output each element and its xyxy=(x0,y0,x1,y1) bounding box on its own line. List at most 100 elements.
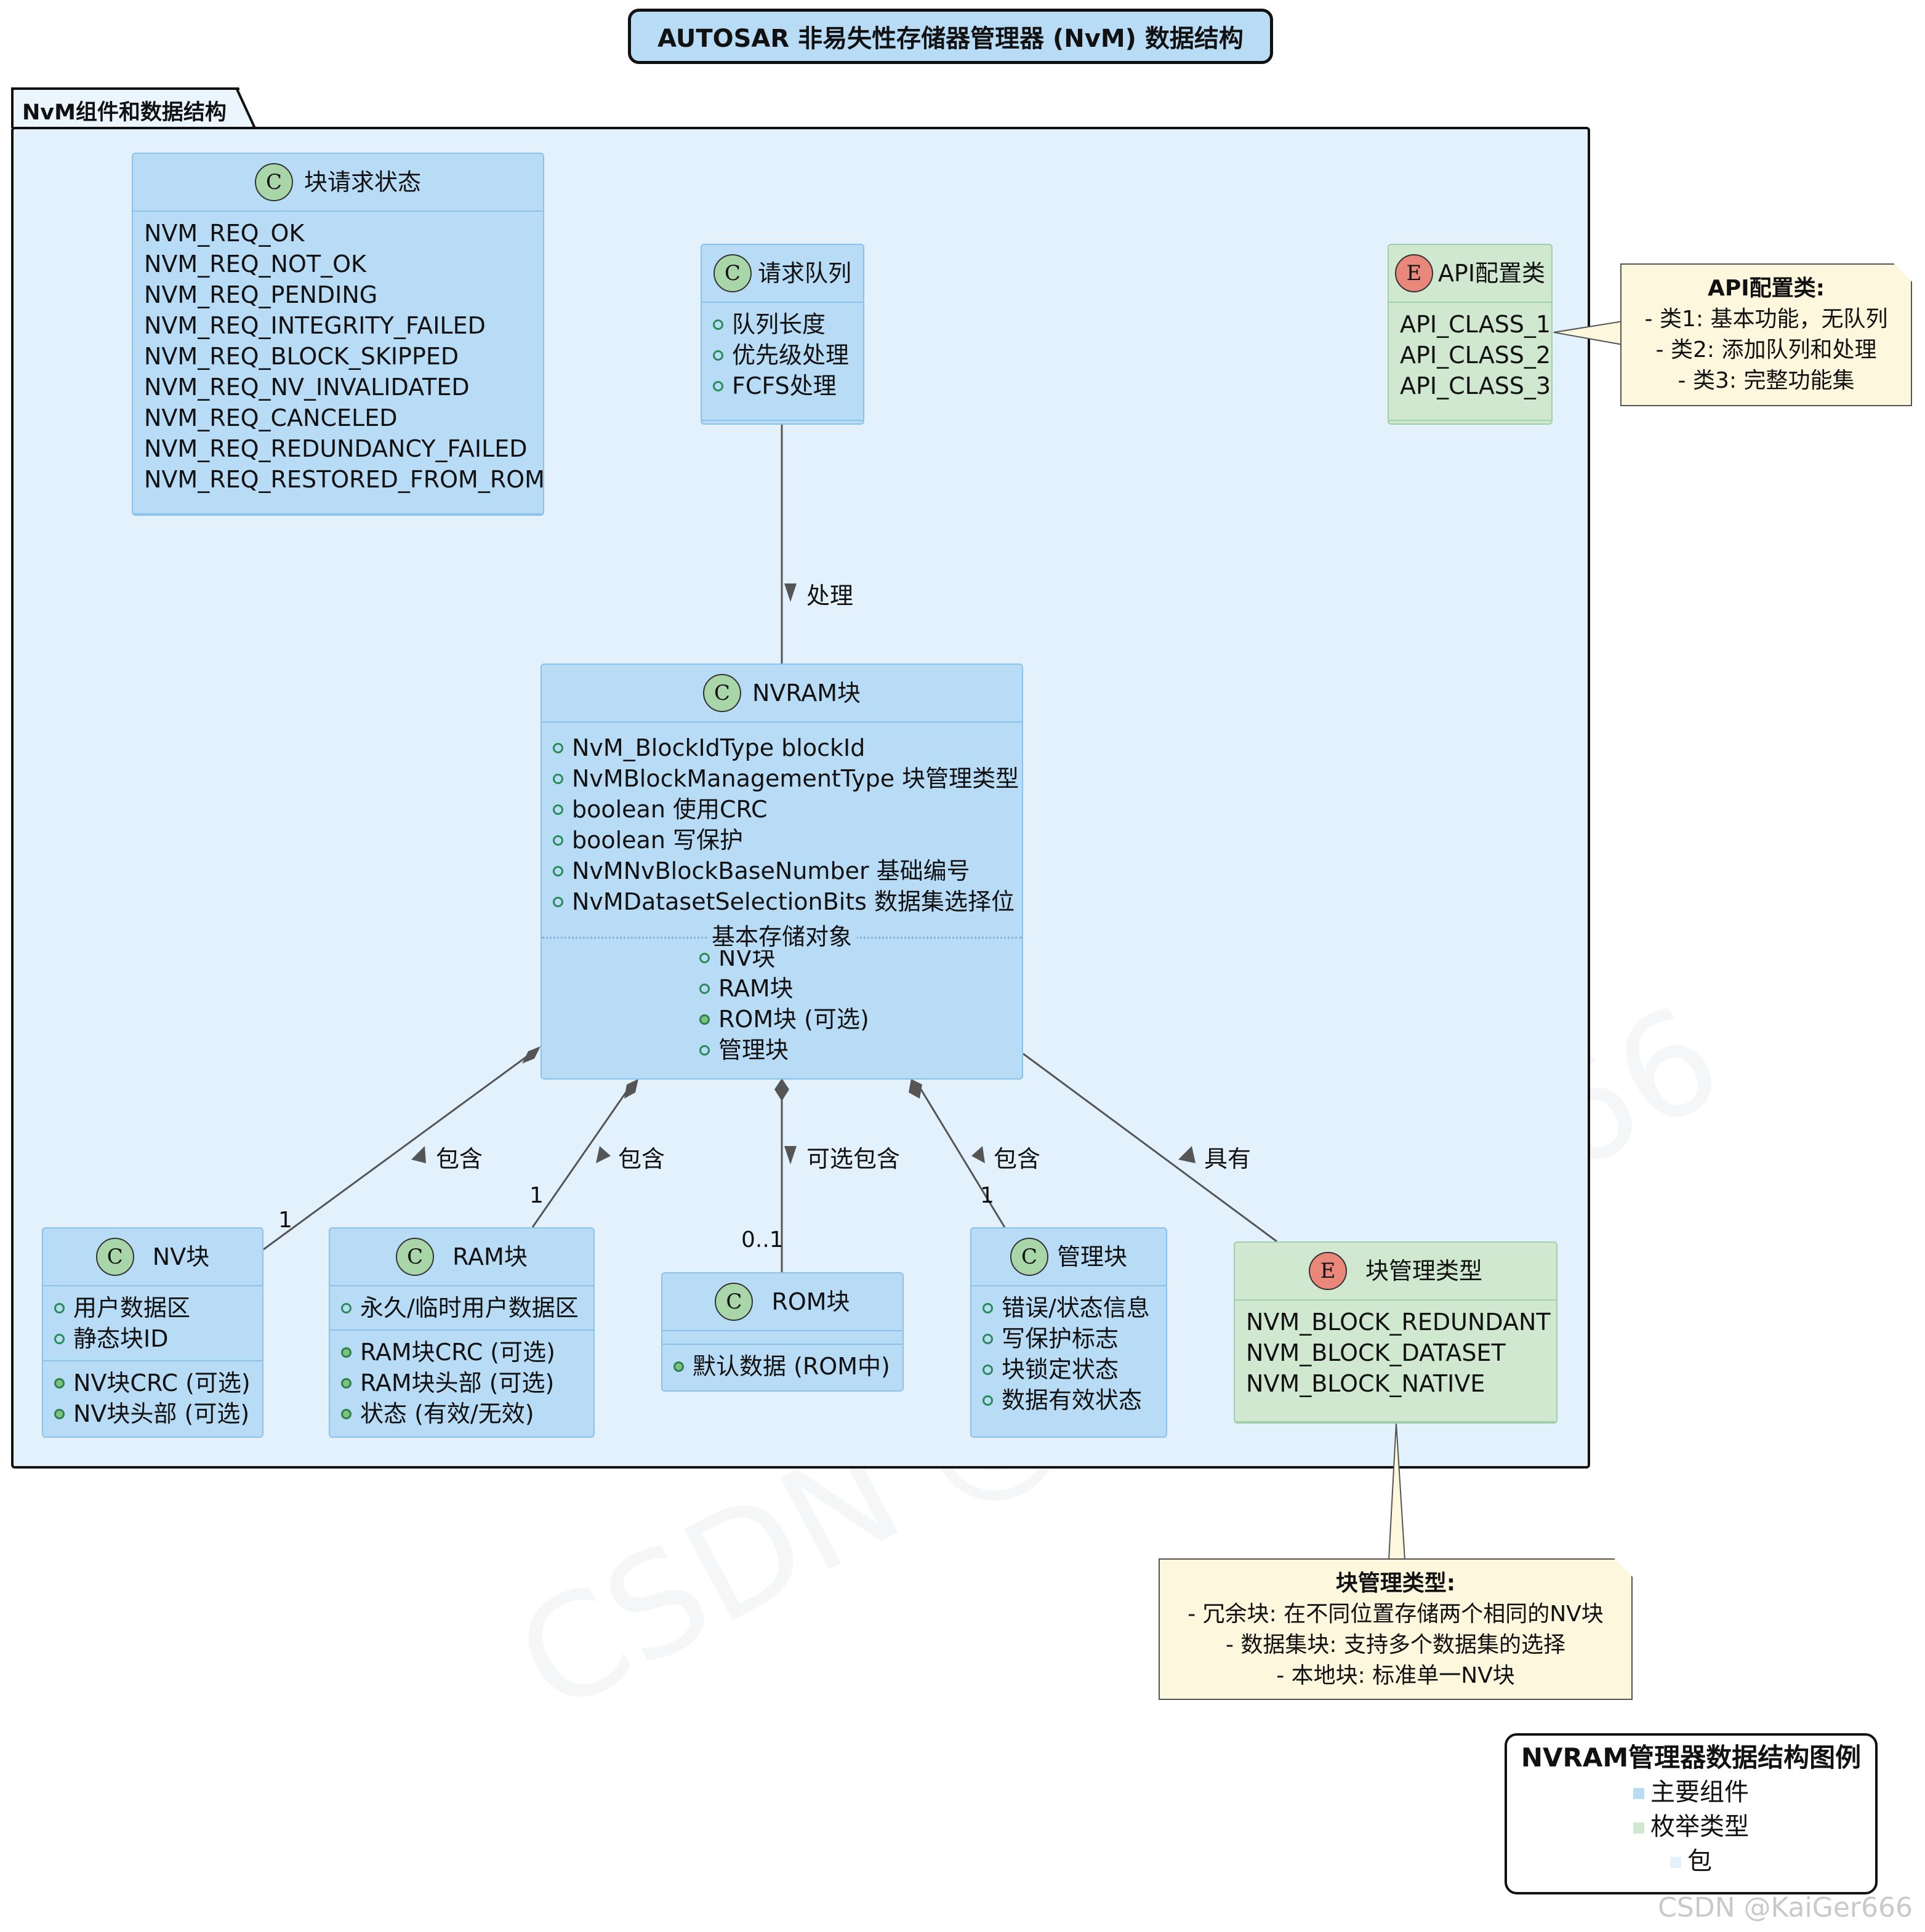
direction-arrow xyxy=(596,1146,611,1163)
field-row: RAM块 xyxy=(699,973,1022,1004)
composition-diamond xyxy=(774,1078,789,1101)
note-line: - 类3: 完整功能集 xyxy=(1678,368,1855,393)
public-field-icon xyxy=(553,804,563,815)
diagram-title: AUTOSAR 非易失性存储器管理器 (NvM) 数据结构 xyxy=(628,9,1273,64)
direction-arrow xyxy=(971,1146,985,1163)
public-field-icon xyxy=(983,1302,993,1313)
class-request-status[interactable]: C 块请求状态 NVM_REQ_OK NVM_REQ_NOT_OK NVM_RE… xyxy=(132,153,545,516)
field-row: 写保护标志 xyxy=(983,1323,1155,1354)
public-method-icon xyxy=(699,1014,710,1025)
public-field-icon xyxy=(699,1044,710,1056)
class-fields: 队列长度 优先级处理 FCFS处理 xyxy=(702,303,863,421)
enum-values: NVM_BLOCK_REDUNDANT NVM_BLOCK_DATASET NV… xyxy=(1235,1301,1556,1422)
enum-value: NVM_BLOCK_REDUNDANT xyxy=(1246,1309,1551,1336)
legend: NVRAM管理器数据结构图例 主要组件 枚举类型 包 xyxy=(1505,1733,1878,1894)
enum-value: NVM_REQ_RESTORED_FROM_ROM xyxy=(144,466,545,493)
class-header: C ROM块 xyxy=(662,1273,902,1331)
class-name: NVRAM块 xyxy=(752,679,861,707)
public-method-icon xyxy=(54,1377,65,1389)
relation-label-contains-ram: 包含 xyxy=(618,1145,665,1172)
class-header: E API配置类 xyxy=(1389,245,1551,303)
legend-title: NVRAM管理器数据结构图例 xyxy=(1521,1742,1862,1773)
class-ram-block[interactable]: C RAM块 永久/临时用户数据区 RAM块CRC (可选) RAM块头部 (可… xyxy=(329,1227,595,1438)
method-row: NV块CRC (可选) xyxy=(54,1368,251,1398)
class-admin-block[interactable]: C 管理块 错误/状态信息 写保护标志 块锁定状态 数据有效状态 xyxy=(970,1227,1167,1438)
class-name: 请求队列 xyxy=(757,260,851,287)
class-header: E 块管理类型 xyxy=(1235,1243,1556,1301)
field-row: NvMBlockManagementType 块管理类型 xyxy=(553,763,1019,794)
public-field-icon xyxy=(983,1395,993,1406)
enum-value: NVM_REQ_PENDING xyxy=(144,281,378,308)
enum-value: NVM_REQ_REDUNDANCY_FAILED xyxy=(144,435,528,462)
composition-diamond xyxy=(522,1046,541,1064)
enum-value: NVM_REQ_OK xyxy=(144,220,305,247)
class-name: ROM块 xyxy=(771,1288,850,1315)
public-method-icon xyxy=(673,1361,684,1372)
class-methods: RAM块CRC (可选) RAM块头部 (可选) 状态 (有效/无效) xyxy=(330,1331,593,1435)
class-name: RAM块 xyxy=(452,1243,528,1270)
relation-nvram-nv xyxy=(263,1052,531,1251)
class-fields: 永久/临时用户数据区 xyxy=(330,1286,593,1331)
relation-label-contains-rom: 可选包含 xyxy=(806,1145,901,1172)
legend-item: 包 xyxy=(1507,1844,1875,1878)
class-nvram-block[interactable]: C NVRAM块 NvM_BlockIdType blockId NvMBloc… xyxy=(541,663,1023,1080)
class-nv-block[interactable]: C NV块 用户数据区 静态块ID NV块CRC (可选) NV块头部 (可选) xyxy=(42,1227,263,1438)
note-title: API配置类: xyxy=(1707,276,1825,301)
enum-value: NVM_REQ_NOT_OK xyxy=(144,251,366,278)
method-row: 状态 (有效/无效) xyxy=(341,1398,582,1429)
class-fields: NvM_BlockIdType blockId NvMBlockManageme… xyxy=(542,723,1022,923)
field-row: FCFS处理 xyxy=(713,371,852,401)
public-field-icon xyxy=(553,742,563,753)
enum-value: API_CLASS_1 xyxy=(1400,311,1551,338)
composition-diamond xyxy=(909,1079,922,1099)
enum-value: NVM_REQ_BLOCK_SKIPPED xyxy=(144,343,459,370)
note-line: - 类1: 基本功能，无队列 xyxy=(1644,307,1888,332)
class-name: API配置类 xyxy=(1437,260,1546,287)
field-row: NvMNvBlockBaseNumber 基础编号 xyxy=(553,856,1011,886)
field-row: boolean 写保护 xyxy=(553,825,1011,856)
field-row: NvMDatasetSelectionBits 数据集选择位 xyxy=(553,886,1015,917)
enum-block-management-type[interactable]: E 块管理类型 NVM_BLOCK_REDUNDANT NVM_BLOCK_DA… xyxy=(1234,1241,1557,1424)
public-field-icon xyxy=(341,1302,352,1313)
note-line: - 冗余块: 在不同位置存储两个相同的NV块 xyxy=(1188,1601,1604,1627)
class-name: 块管理类型 xyxy=(1365,1257,1482,1285)
note-pointer xyxy=(1388,1422,1406,1560)
class-c-icon: C xyxy=(254,163,293,201)
class-rom-block[interactable]: C ROM块 默认数据 (ROM中) xyxy=(661,1272,904,1392)
enum-value: NVM_REQ_INTEGRITY_FAILED xyxy=(144,312,486,339)
section-label: 基本存储对象 xyxy=(706,923,857,950)
public-field-icon xyxy=(54,1302,65,1313)
note-line: - 本地块: 标准单一NV块 xyxy=(1276,1663,1515,1688)
class-header: C 块请求状态 xyxy=(133,154,543,212)
enum-value: NVM_BLOCK_NATIVE xyxy=(1246,1370,1485,1397)
public-field-icon xyxy=(553,773,563,784)
legend-item: 枚举类型 xyxy=(1507,1810,1875,1844)
enum-e-icon: E xyxy=(1394,254,1433,292)
public-method-icon xyxy=(341,1377,352,1389)
public-field-icon xyxy=(983,1364,993,1375)
class-request-queue[interactable]: C 请求队列 队列长度 优先级处理 FCFS处理 xyxy=(701,244,864,425)
public-field-icon xyxy=(713,319,723,330)
package-tab: NvM组件和数据结构 xyxy=(11,87,255,128)
public-field-icon xyxy=(713,350,723,361)
relation-nvram-mgmt xyxy=(1023,1052,1277,1243)
class-header: C NV块 xyxy=(43,1229,262,1286)
field-row: boolean 使用CRC xyxy=(553,794,1011,825)
field-row: 静态块ID xyxy=(54,1323,251,1354)
relation-label-process: 处理 xyxy=(806,582,854,609)
class-header: C 管理块 xyxy=(971,1229,1166,1286)
enum-value: NVM_BLOCK_DATASET xyxy=(1246,1339,1506,1366)
storage-objects: NV块 RAM块 ROM块 (可选) 管理块 xyxy=(542,942,1022,1065)
legend-swatch xyxy=(1670,1857,1681,1868)
package-tab-edge xyxy=(235,87,256,129)
public-field-icon xyxy=(713,380,723,391)
field-row: NvM_BlockIdType blockId xyxy=(553,732,1011,763)
field-row: 块锁定状态 xyxy=(983,1354,1155,1385)
method-row: NV块头部 (可选) xyxy=(54,1398,251,1429)
enum-api-class[interactable]: E API配置类 API_CLASS_1 API_CLASS_2 API_CLA… xyxy=(1388,244,1553,425)
relation-nvram-ram xyxy=(531,1083,633,1228)
class-name: NV块 xyxy=(152,1243,210,1270)
field-row: 优先级处理 xyxy=(713,340,852,371)
enum-values: API_CLASS_1 API_CLASS_2 API_CLASS_3 xyxy=(1389,303,1551,421)
public-field-icon xyxy=(699,952,710,963)
